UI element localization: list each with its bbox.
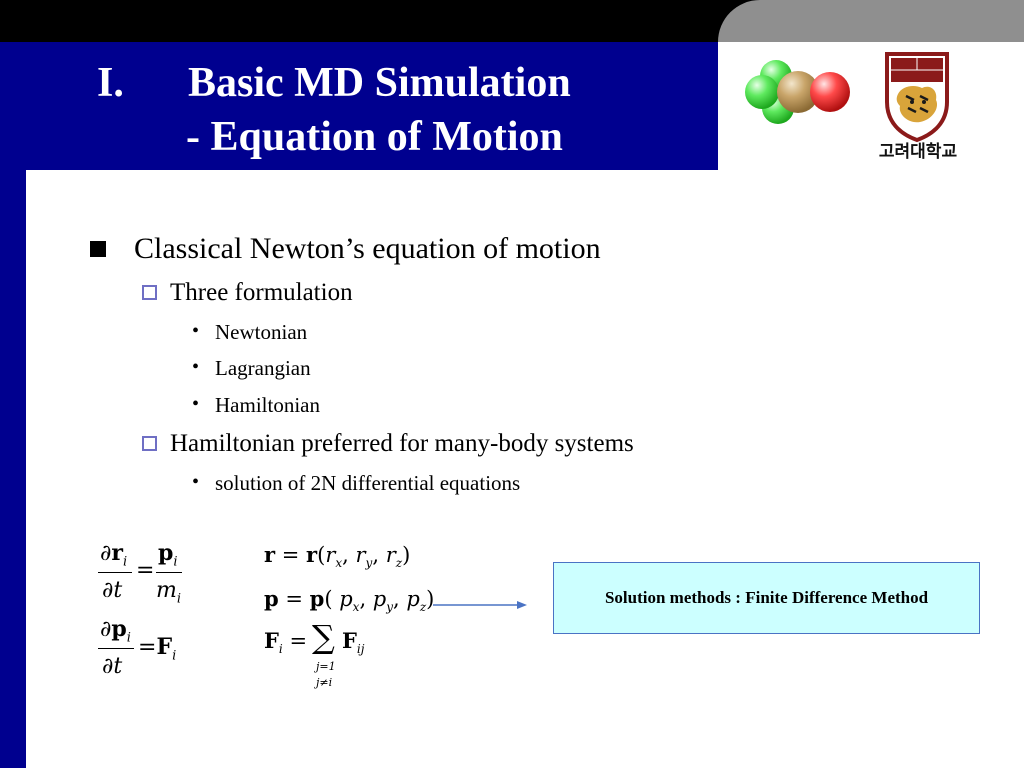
header-grey-tab [718,0,1024,42]
sub-bullet-three-formulation: Three formulation [170,279,353,306]
slide-number: I. [97,60,124,106]
arrow-right-icon [433,601,527,609]
molecule-logo-icon [745,60,850,124]
bullet-dot-icon: • [192,471,200,493]
bullet-open-square-icon [142,436,157,451]
sub-bullet-hamiltonian-preferred: Hamiltonian preferred for many-body syst… [170,430,634,457]
list-item-lagrangian: Lagrangian [215,356,311,380]
bullet-dot-icon: • [192,356,200,378]
equation-r-vector: r = r(rx, ry, rz) [264,542,411,571]
bullet-open-square-icon [142,285,157,300]
equation-dp-dt: ∂pi ∂t =Fi [98,616,177,679]
slide-title-line1: Basic MD Simulation [188,60,571,106]
solution-methods-box: Solution methods : Finite Difference Met… [553,562,980,634]
main-bullet: Classical Newton’s equation of motion [134,232,601,265]
equation-dr-dt: ∂ri ∂t = pi mi [98,540,182,607]
bullet-square-icon [90,241,106,257]
university-name: 고려대학교 [878,142,958,162]
list-item-hamiltonian: Hamiltonian [215,393,320,417]
university-seal-icon [885,52,949,143]
title-band [0,42,718,170]
content-area [26,170,1024,768]
bullet-dot-icon: • [192,320,200,342]
bullet-dot-icon: • [192,393,200,415]
list-item-newtonian: Newtonian [215,320,308,344]
list-item-solution-2n: solution of 2N differential equations [215,471,521,495]
equation-force-sum: Fi = ∑ Fij j=1 j≠i [264,618,365,689]
equation-p-vector: p = p( px, py, pz) [264,586,435,615]
slide-title-line2: - Equation of Motion [186,114,563,160]
left-band [0,42,26,768]
